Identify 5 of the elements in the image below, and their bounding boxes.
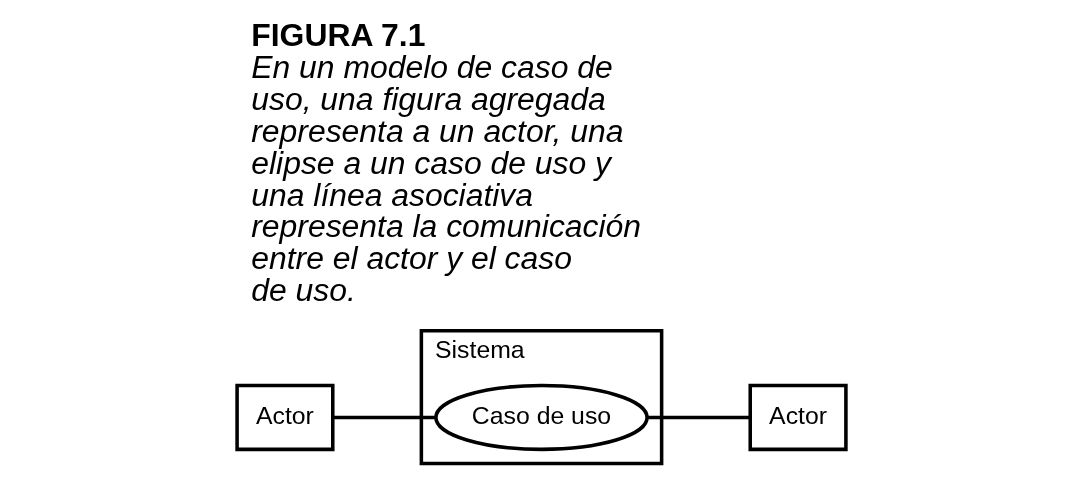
node-ellipse: Caso de uso	[434, 383, 649, 452]
connector	[647, 415, 751, 420]
node-box: Actor	[235, 383, 335, 452]
node-box: Actor	[748, 383, 848, 452]
connector	[333, 415, 436, 420]
